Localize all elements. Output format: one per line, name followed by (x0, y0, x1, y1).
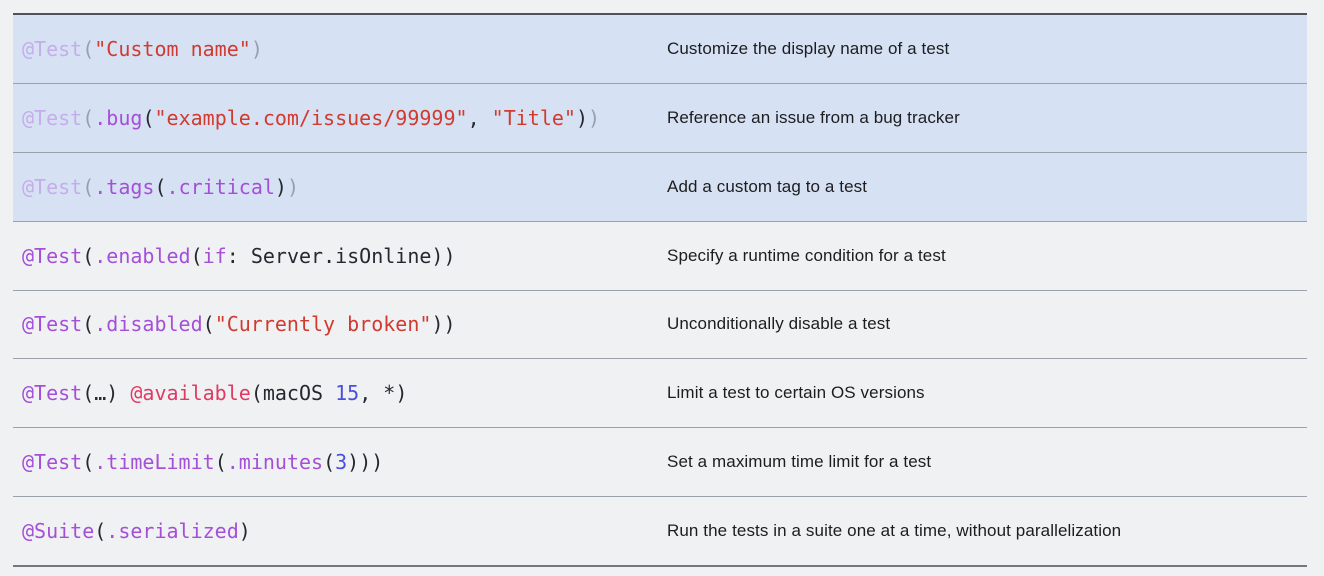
code-cell: @Suite(.serialized) (13, 521, 667, 541)
trait-description: Unconditionally disable a test (667, 314, 891, 334)
code-token: @available (130, 381, 251, 406)
trait-description: Specify a runtime condition for a test (667, 245, 946, 265)
code-token: .serialized (106, 519, 239, 544)
code-cell: @Test(…) @available(macOS 15, *) (13, 383, 667, 403)
code-cell: @Test(.disabled("Currently broken")) (13, 314, 667, 334)
code-token: (macOS (250, 381, 336, 406)
code-token: 3 (335, 450, 348, 475)
code-token: @Suite (22, 519, 95, 544)
code-cell: @Test(.enabled(if: Server.isOnline)) (13, 246, 667, 266)
code-token: ) (274, 174, 287, 199)
code-token: ) (286, 174, 299, 199)
code-token: .critical (166, 174, 275, 199)
code-token: .bug (94, 105, 143, 130)
table-row: @Test("Custom name") Customize the displ… (13, 15, 1307, 83)
code-token: @Test (22, 36, 83, 61)
code-token: , *) (359, 381, 408, 406)
code-token: ( (323, 450, 336, 475)
trait-description: Add a custom tag to a test (667, 176, 868, 196)
code-token: ( (190, 243, 203, 268)
trait-description: Set a maximum time limit for a test (667, 452, 932, 472)
code-token: ( (82, 450, 95, 475)
code-token: : Server.isOnline)) (226, 243, 456, 268)
code-cell: @Test(.tags(.critical)) (13, 177, 667, 197)
trait-description: Customize the display name of a test (667, 38, 950, 58)
code-token: ( (214, 450, 227, 475)
code-cell: @Test(.bug("example.com/issues/99999", "… (13, 108, 667, 128)
code-token: ( (82, 36, 95, 61)
code-token: ( (82, 243, 95, 268)
table-row: @Test(.timeLimit(.minutes(3))) Set a max… (13, 427, 1307, 497)
code-token: ))) (347, 450, 384, 475)
code-token: ) (238, 519, 251, 544)
code-token: ( (94, 519, 107, 544)
code-token: ) (588, 105, 601, 130)
code-token: ( (82, 174, 95, 199)
code-cell: @Test(.timeLimit(.minutes(3))) (13, 452, 667, 472)
code-token: "Title" (491, 105, 576, 130)
trait-description: Run the tests in a suite one at a time, … (667, 521, 1122, 541)
code-token: ) (250, 36, 263, 61)
code-token: .timeLimit (94, 450, 215, 475)
table-row: @Suite(.serialized) Run the tests in a s… (13, 496, 1307, 565)
code-token: ( (82, 312, 95, 337)
code-token: .tags (94, 174, 155, 199)
code-token: )) (431, 312, 456, 337)
code-token: 15 (335, 381, 360, 406)
code-token: .disabled (94, 312, 203, 337)
code-token: @Test (22, 312, 83, 337)
code-token: .enabled (94, 243, 191, 268)
code-token: ( (154, 174, 167, 199)
code-token: ) (575, 105, 588, 130)
code-token: if (202, 243, 227, 268)
code-token: ( (142, 105, 155, 130)
code-token: @Test (22, 450, 83, 475)
code-token: ( (202, 312, 215, 337)
table-row: @Test(.disabled("Currently broken")) Unc… (13, 289, 1307, 359)
table-row: @Test(.enabled(if: Server.isOnline)) Spe… (13, 220, 1307, 290)
code-token: "Custom name" (94, 36, 251, 61)
code-token: @Test (22, 243, 83, 268)
trait-description: Limit a test to certain OS versions (667, 383, 925, 403)
code-token: .minutes (226, 450, 324, 475)
code-token: @Test (22, 381, 83, 406)
code-token: ( (82, 105, 95, 130)
traits-table: @Test("Custom name") Customize the displ… (13, 13, 1307, 567)
code-token: (…) (82, 381, 131, 406)
code-token: @Test (22, 105, 83, 130)
code-cell: @Test("Custom name") (13, 39, 667, 59)
code-token: , (467, 105, 492, 130)
trait-description: Reference an issue from a bug tracker (667, 107, 960, 127)
table-row: @Test(…) @available(macOS 15, *) Limit a… (13, 358, 1307, 428)
table-row: @Test(.tags(.critical)) Add a custom tag… (13, 151, 1307, 221)
code-token: "example.com/issues/99999" (154, 105, 468, 130)
table-row: @Test(.bug("example.com/issues/99999", "… (13, 82, 1307, 152)
code-token: @Test (22, 174, 83, 199)
code-token: "Currently broken" (214, 312, 432, 337)
